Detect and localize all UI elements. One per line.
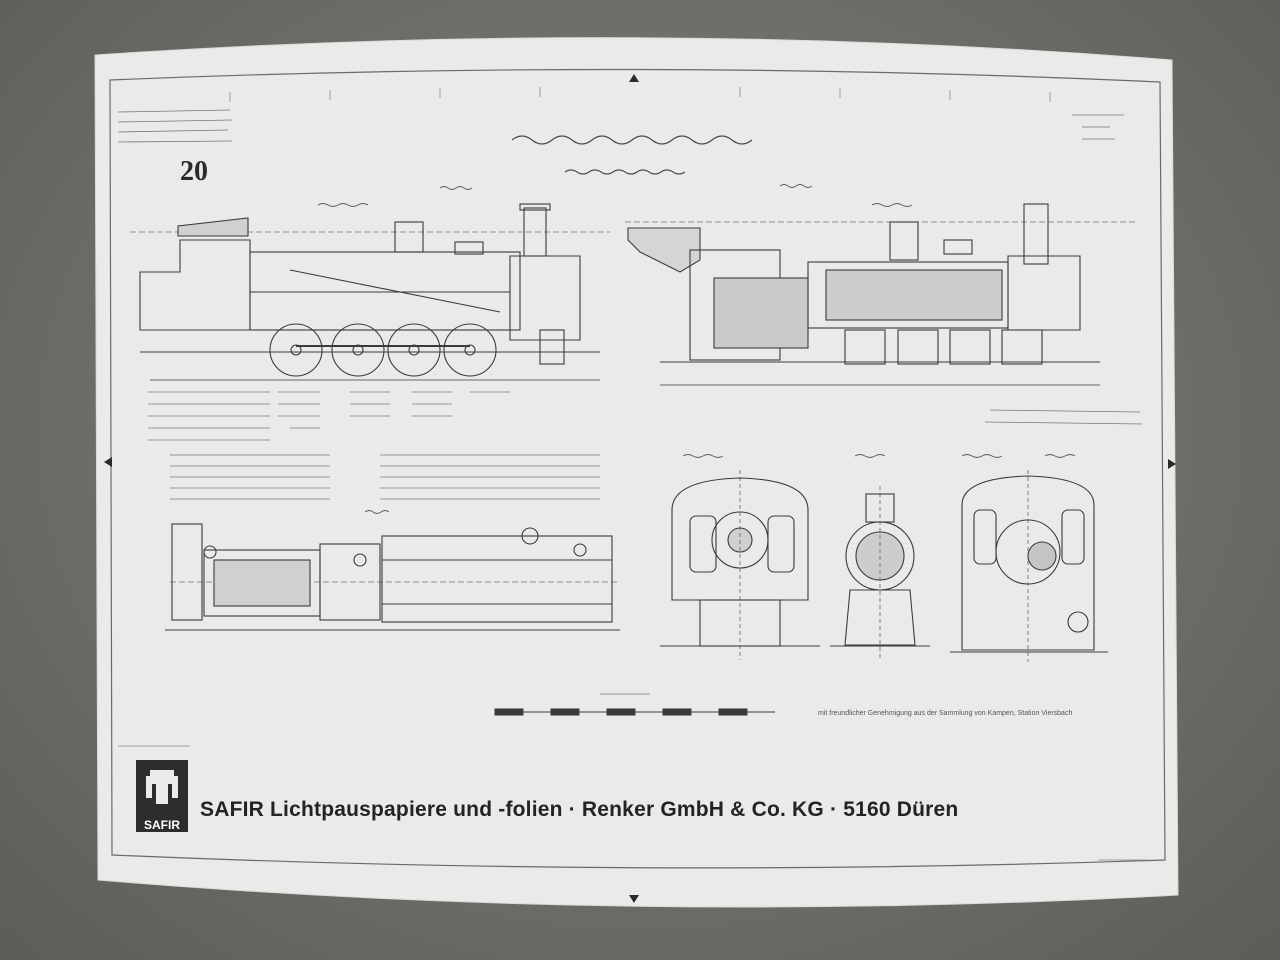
boiler-cross-section xyxy=(830,486,930,660)
credit-note: mit freundlicher Genehmigung aus der Sam… xyxy=(818,710,1073,717)
section-labels xyxy=(317,184,1076,514)
locomotive-section-view xyxy=(625,203,1135,386)
drawing-frame xyxy=(109,68,1166,869)
logo-label: SAFIR xyxy=(144,818,180,832)
header-notes xyxy=(117,109,1124,143)
paper-sheet xyxy=(94,37,1179,908)
scale-bar xyxy=(494,693,775,716)
locomotive-side-view xyxy=(130,203,610,381)
safir-logo xyxy=(136,760,188,832)
handwritten-title xyxy=(511,135,753,175)
data-table-left xyxy=(148,391,600,500)
footer-company-text: SAFIR Lichtpauspapiere und -folien · Ren… xyxy=(200,798,959,821)
small-notes xyxy=(118,745,1150,861)
top-scale-ticks xyxy=(229,87,1051,102)
page-number: 20 xyxy=(180,156,208,187)
annotation-notes xyxy=(984,409,1143,425)
locomotive-front-view xyxy=(660,470,820,660)
locomotive-plan-view xyxy=(165,523,620,631)
locomotive-rear-view xyxy=(950,470,1108,662)
registration-marks xyxy=(104,74,1176,903)
